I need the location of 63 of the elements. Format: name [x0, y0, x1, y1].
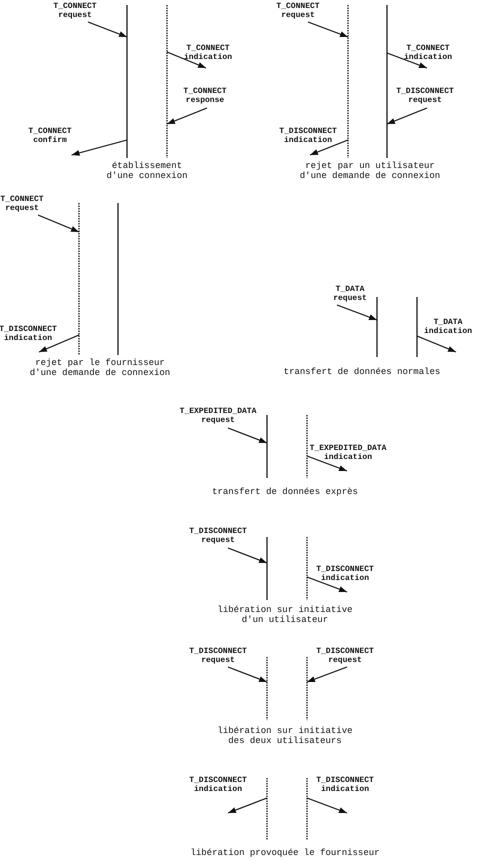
arrow [386, 52, 428, 69]
arrow [386, 107, 428, 125]
arrow [306, 455, 348, 472]
primitive-label: T_DISCONNECT request [316, 647, 374, 665]
primitive-label: T_CONNECT confirm [28, 127, 72, 145]
arrow [310, 139, 348, 156]
time-line [306, 778, 308, 840]
caption: transfert de données normales [282, 367, 442, 377]
time-line [166, 5, 168, 158]
arrow [228, 547, 268, 564]
primitive-label: T_CONNECT request [276, 2, 320, 20]
arrow [228, 797, 268, 814]
time-line [306, 657, 308, 720]
primitive-label: T_DISCONNECT request [396, 87, 454, 105]
time-line [117, 203, 119, 355]
caption: rejet par un utilisateur d'une demande de connexion [298, 161, 442, 181]
primitive-label: T_DISCONNECT request [189, 527, 247, 545]
time-line [386, 5, 388, 158]
time-line [78, 203, 80, 355]
caption: libération sur initiative des deux utilisateurs [216, 726, 354, 746]
arrow [88, 21, 128, 38]
arrow [416, 336, 456, 352]
primitive-label: T_EXPEDITED_DATA request [180, 407, 256, 425]
time-line [266, 537, 268, 600]
time-line [266, 415, 268, 478]
arrow [228, 666, 268, 683]
caption: libération sur initiative d'un utilisateur [216, 605, 354, 625]
time-line [266, 657, 268, 720]
time-line [416, 297, 418, 357]
primitive-label: T_DATA request [333, 285, 367, 303]
primitive-label: T_DISCONNECT request [189, 647, 247, 665]
primitive-label: T_CONNECT request [0, 195, 44, 213]
primitive-label: T_DISCONNECT indication [279, 127, 337, 145]
arrow [308, 21, 348, 38]
primitive-label: T_CONNECT indication [404, 44, 452, 62]
arrow [306, 797, 348, 814]
arrow [38, 334, 80, 352]
caption: libération provoquée le fournisseur [189, 848, 381, 858]
arrow [166, 107, 208, 125]
caption: transfert de données exprès [211, 487, 359, 497]
primitive-label: T_CONNECT request [53, 2, 97, 20]
caption: établissement d'une connexion [105, 161, 188, 181]
arrow [71, 139, 128, 156]
arrow [306, 576, 348, 593]
primitive-label: T_DISCONNECT indication [189, 776, 247, 794]
arrow [306, 666, 348, 683]
time-line [376, 297, 378, 357]
time-line [126, 5, 128, 158]
primitive-label: T_DISCONNECT indication [316, 565, 374, 583]
arrow [166, 52, 206, 68]
primitive-label: T_EXPEDITED_DATA indication [310, 444, 386, 462]
arrow [336, 304, 378, 321]
arrow [228, 427, 268, 444]
primitive-label: T_DATA indication [424, 318, 472, 336]
time-line [347, 5, 349, 158]
arrow [38, 214, 80, 232]
primitive-label: T_CONNECT response [183, 87, 227, 105]
time-line [306, 415, 308, 478]
primitive-label: T_CONNECT indication [184, 44, 232, 62]
caption: rejet par le fournisseur d'une demande de connexion [28, 358, 172, 378]
time-line [306, 537, 308, 600]
primitive-label: T_DISCONNECT indication [316, 776, 374, 794]
time-line [266, 778, 268, 840]
